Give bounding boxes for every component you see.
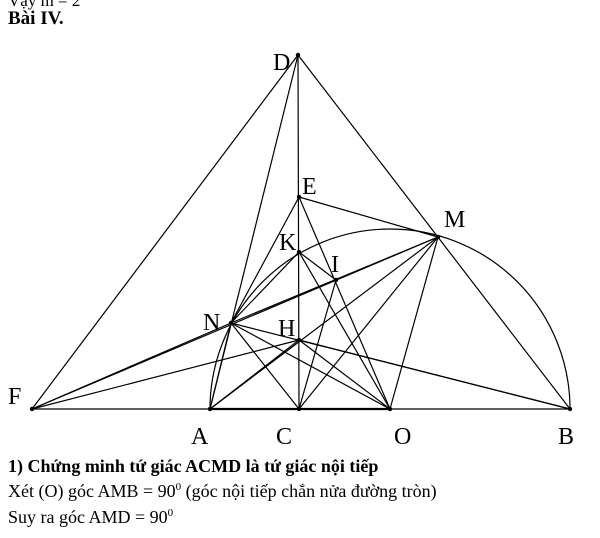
segment-IC [298, 279, 337, 410]
figure-points [29, 52, 573, 412]
segment-DC [297, 54, 300, 410]
label-B: B [558, 424, 574, 450]
point-K [296, 249, 302, 255]
segment-NO [230, 322, 391, 410]
segment-HA [209, 339, 300, 410]
cut-off-line: Vậy m = 2 [8, 0, 81, 10]
segment-FD [31, 54, 299, 410]
segment-HO [298, 339, 391, 410]
label-H: H [278, 316, 295, 342]
label-F: F [8, 384, 21, 410]
figure-labels: D E M K I N H F A C O B [8, 50, 574, 450]
segment-EN [230, 196, 300, 324]
segment-NK [230, 251, 300, 324]
label-N: N [203, 310, 220, 336]
line-2-text: Suy ra góc AMD = 90 [8, 507, 168, 527]
point-B [567, 406, 573, 412]
segment-FH [31, 339, 300, 410]
label-D: D [273, 50, 290, 76]
line-1-note: (góc nội tiếp chắn nửa đường tròn) [181, 481, 437, 501]
segment-DB [297, 54, 571, 410]
label-M: M [444, 207, 465, 233]
label-A: A [191, 424, 209, 450]
segment-FN [31, 322, 232, 410]
segment-EO [298, 196, 391, 410]
label-K: K [279, 230, 297, 256]
point-D [295, 52, 301, 58]
point-C [296, 406, 302, 412]
point-A [207, 406, 213, 412]
problem-heading: Bài IV. [8, 8, 64, 29]
degree-mark: 0 [175, 481, 182, 493]
point-M [435, 234, 441, 240]
segment-MO [389, 236, 439, 410]
segment-KI [298, 251, 337, 281]
point-F [29, 406, 35, 412]
point-O [387, 406, 393, 412]
point-I [333, 277, 339, 283]
segment-NA [209, 322, 232, 410]
figure-lines [31, 54, 571, 411]
degree-mark: 0 [167, 507, 174, 519]
point-H [296, 337, 302, 343]
segment-EM [298, 196, 439, 238]
solution-line-2: Suy ra góc AMD = 900 [8, 507, 173, 528]
label-C: C [276, 424, 292, 450]
label-O: O [394, 424, 411, 450]
geometry-figure: D E M K I N H F A C O B [8, 50, 574, 450]
segment-HB [298, 339, 571, 410]
segment-KO [298, 251, 391, 410]
point-N [228, 320, 234, 326]
label-I: I [331, 252, 339, 278]
solution-line-1: Xét (O) góc AMB = 900 (góc nội tiếp chắn… [8, 481, 437, 502]
semicircle [209, 228, 571, 410]
part-1-title: 1) Chứng minh tứ giác ACMD là tứ giác nộ… [8, 456, 379, 476]
point-E [296, 194, 302, 200]
segment-MC [298, 236, 439, 410]
label-E: E [302, 174, 317, 200]
line-1-text: Xét (O) góc AMB = 90 [8, 481, 176, 501]
